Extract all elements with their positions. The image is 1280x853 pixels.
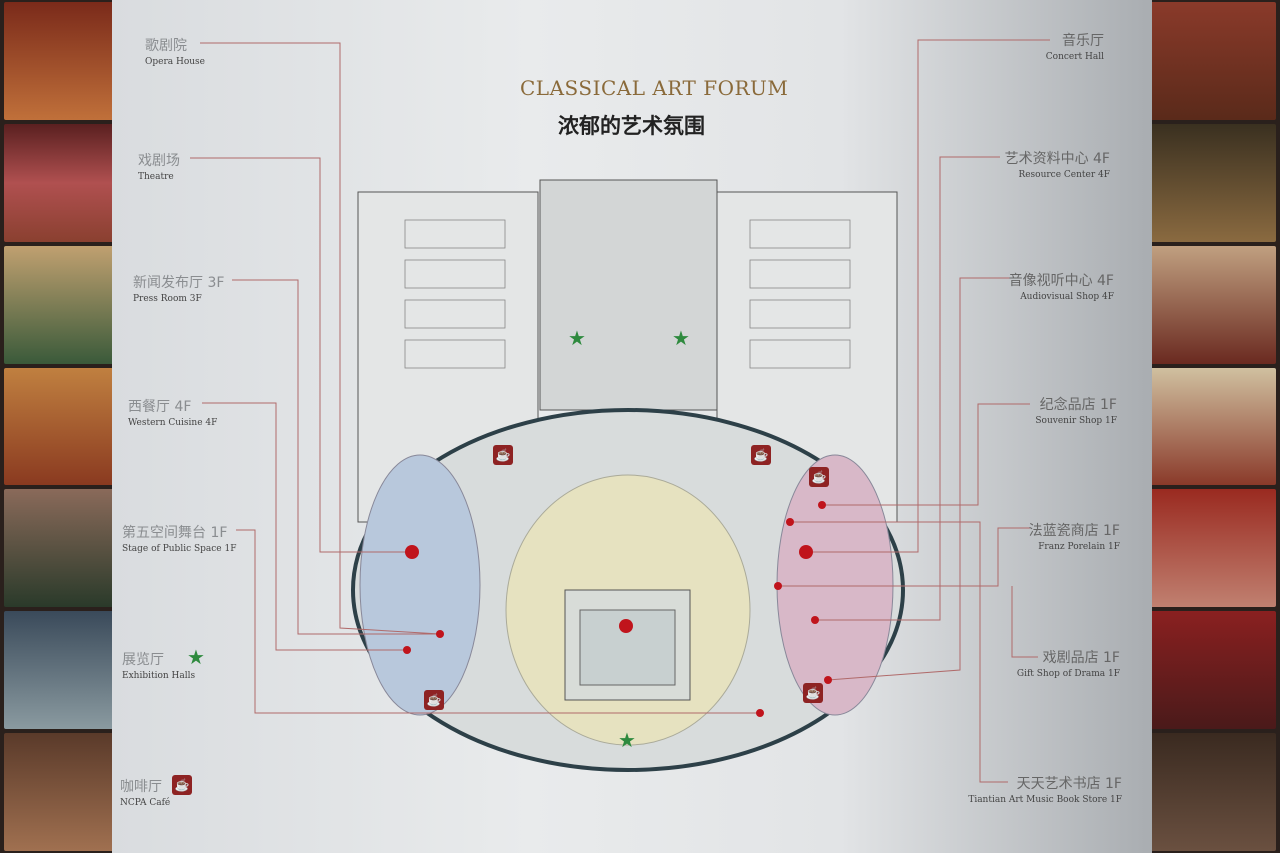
photo-souvenir bbox=[1139, 367, 1276, 486]
label-en: Western Cuisine 4F bbox=[128, 418, 218, 428]
label-en: Concert Hall bbox=[1045, 52, 1104, 62]
marker-resource-center bbox=[811, 616, 819, 624]
label-en: Press Room 3F bbox=[133, 294, 202, 304]
photo-audiovisual bbox=[1139, 245, 1276, 364]
label-cn: 歌剧院 bbox=[145, 38, 187, 54]
title-english: CLASSICAL ART FORUM bbox=[520, 76, 789, 100]
photo-resource-center bbox=[1139, 123, 1276, 242]
label-press-room: 新闻发布厅 3F Press Room 3F bbox=[133, 272, 224, 304]
cafe-icon: ☕ bbox=[424, 690, 444, 710]
label-en: Resource Center 4F bbox=[1018, 170, 1110, 180]
cafe-icon: ☕ bbox=[751, 445, 771, 465]
marker-souvenir-shop bbox=[818, 501, 826, 509]
label-en: NCPA Café bbox=[120, 798, 171, 808]
photo-theatre bbox=[4, 123, 121, 242]
label-cn: 艺术资料中心 4F bbox=[1004, 151, 1110, 167]
marker-theatre bbox=[799, 545, 813, 559]
marker-book-store bbox=[786, 518, 794, 526]
label-cn: 新闻发布厅 3F bbox=[133, 275, 225, 291]
marker-concert-hall bbox=[619, 619, 633, 633]
label-cn: 纪念品店 1F bbox=[1039, 397, 1117, 413]
photo-gift-shop bbox=[1139, 611, 1276, 730]
photo-stage bbox=[4, 489, 121, 608]
cafe-icon: ☕ bbox=[809, 467, 829, 487]
marker-porcelain bbox=[774, 582, 782, 590]
cafe-icon: ☕ bbox=[803, 683, 823, 703]
location-markers bbox=[403, 501, 832, 717]
star-icon: ★ bbox=[672, 326, 690, 350]
photo-book-store bbox=[1139, 733, 1276, 852]
label-cn: 戏剧场 bbox=[138, 153, 180, 169]
photo-strip-right bbox=[1135, 0, 1280, 853]
photo-restaurant bbox=[4, 367, 121, 486]
photo-opera-house bbox=[4, 2, 121, 120]
label-audiovisual-shop: 音像视听中心 4F Audiovisual Shop 4F bbox=[1009, 270, 1114, 302]
label-en: Gift Shop of Drama 1F bbox=[1016, 669, 1120, 679]
label-en: Exhibition Halls bbox=[122, 671, 196, 681]
label-stage-public-space: 第五空间舞台 1F Stage of Public Space 1F bbox=[122, 522, 236, 554]
photo-press-room bbox=[4, 245, 121, 364]
photo-concert-hall bbox=[1139, 2, 1276, 120]
label-concert-hall: 音乐厅 Concert Hall bbox=[1046, 30, 1104, 62]
star-icon: ★ bbox=[187, 645, 205, 669]
interior-walls bbox=[404, 219, 851, 369]
photo-strip-left bbox=[0, 0, 125, 853]
label-franz-porcelain: 法蓝瓷商店 1F Franz Porelain 1F bbox=[1029, 520, 1120, 552]
opera-house-zone bbox=[359, 454, 481, 716]
photo-cafe bbox=[4, 733, 121, 852]
star-icon: ★ bbox=[618, 728, 636, 752]
label-theatre: 戏剧场 Theatre bbox=[138, 150, 180, 182]
marker-stage-public-space bbox=[756, 709, 764, 717]
label-opera-house: 歌剧院 Opera House bbox=[145, 35, 205, 67]
label-en: Stage of Public Space 1F bbox=[122, 544, 237, 554]
title-chinese: 浓郁的艺术氛围 bbox=[558, 114, 705, 138]
label-en: Audiovisual Shop 4F bbox=[1020, 292, 1114, 302]
label-western-cuisine: 西餐厅 4F Western Cuisine 4F bbox=[128, 396, 217, 428]
cafe-icon: ☕ bbox=[493, 445, 513, 465]
label-gift-shop-drama: 戏剧品店 1F Gift Shop of Drama 1F bbox=[1017, 647, 1120, 679]
label-cn: 第五空间舞台 1F bbox=[122, 525, 228, 541]
label-souvenir-shop: 纪念品店 1F Souvenir Shop 1F bbox=[1035, 394, 1117, 426]
label-en: Franz Porelain 1F bbox=[1038, 542, 1120, 552]
leader-lines bbox=[190, 39, 1050, 783]
label-cn: 音乐厅 bbox=[1062, 33, 1104, 49]
label-cn: 西餐厅 4F bbox=[128, 399, 192, 415]
marker-opera-house bbox=[405, 545, 419, 559]
label-cafe: 咖啡厅 NCPA Café bbox=[120, 776, 170, 808]
cafe-icon: ☕ bbox=[172, 775, 192, 795]
label-cn: 法蓝瓷商店 1F bbox=[1028, 523, 1120, 539]
photo-porcelain bbox=[1139, 489, 1276, 608]
label-resource-center: 艺术资料中心 4F Resource Center 4F bbox=[1005, 148, 1110, 180]
label-cn: 展览厅 bbox=[122, 652, 164, 668]
label-tiantian-book-store: 天天艺术书店 1F Tiantian Art Music Book Store … bbox=[968, 773, 1122, 805]
marker-audiovisual bbox=[824, 676, 832, 684]
label-en: Tiantian Art Music Book Store 1F bbox=[968, 795, 1122, 805]
photo-exhibition bbox=[4, 611, 121, 730]
label-cn: 天天艺术书店 1F bbox=[1016, 776, 1122, 792]
label-cn: 戏剧品店 1F bbox=[1042, 650, 1120, 666]
label-exhibition-halls: 展览厅 Exhibition Halls bbox=[122, 649, 195, 681]
label-en: Opera House bbox=[145, 57, 206, 67]
marker-western-cuisine bbox=[403, 646, 411, 654]
label-en: Souvenir Shop 1F bbox=[1035, 416, 1117, 426]
label-cn: 咖啡厅 bbox=[120, 779, 162, 795]
label-cn: 音像视听中心 4F bbox=[1008, 273, 1114, 289]
marker-press-room bbox=[436, 630, 444, 638]
label-en: Theatre bbox=[138, 172, 174, 182]
star-icon: ★ bbox=[568, 326, 586, 350]
